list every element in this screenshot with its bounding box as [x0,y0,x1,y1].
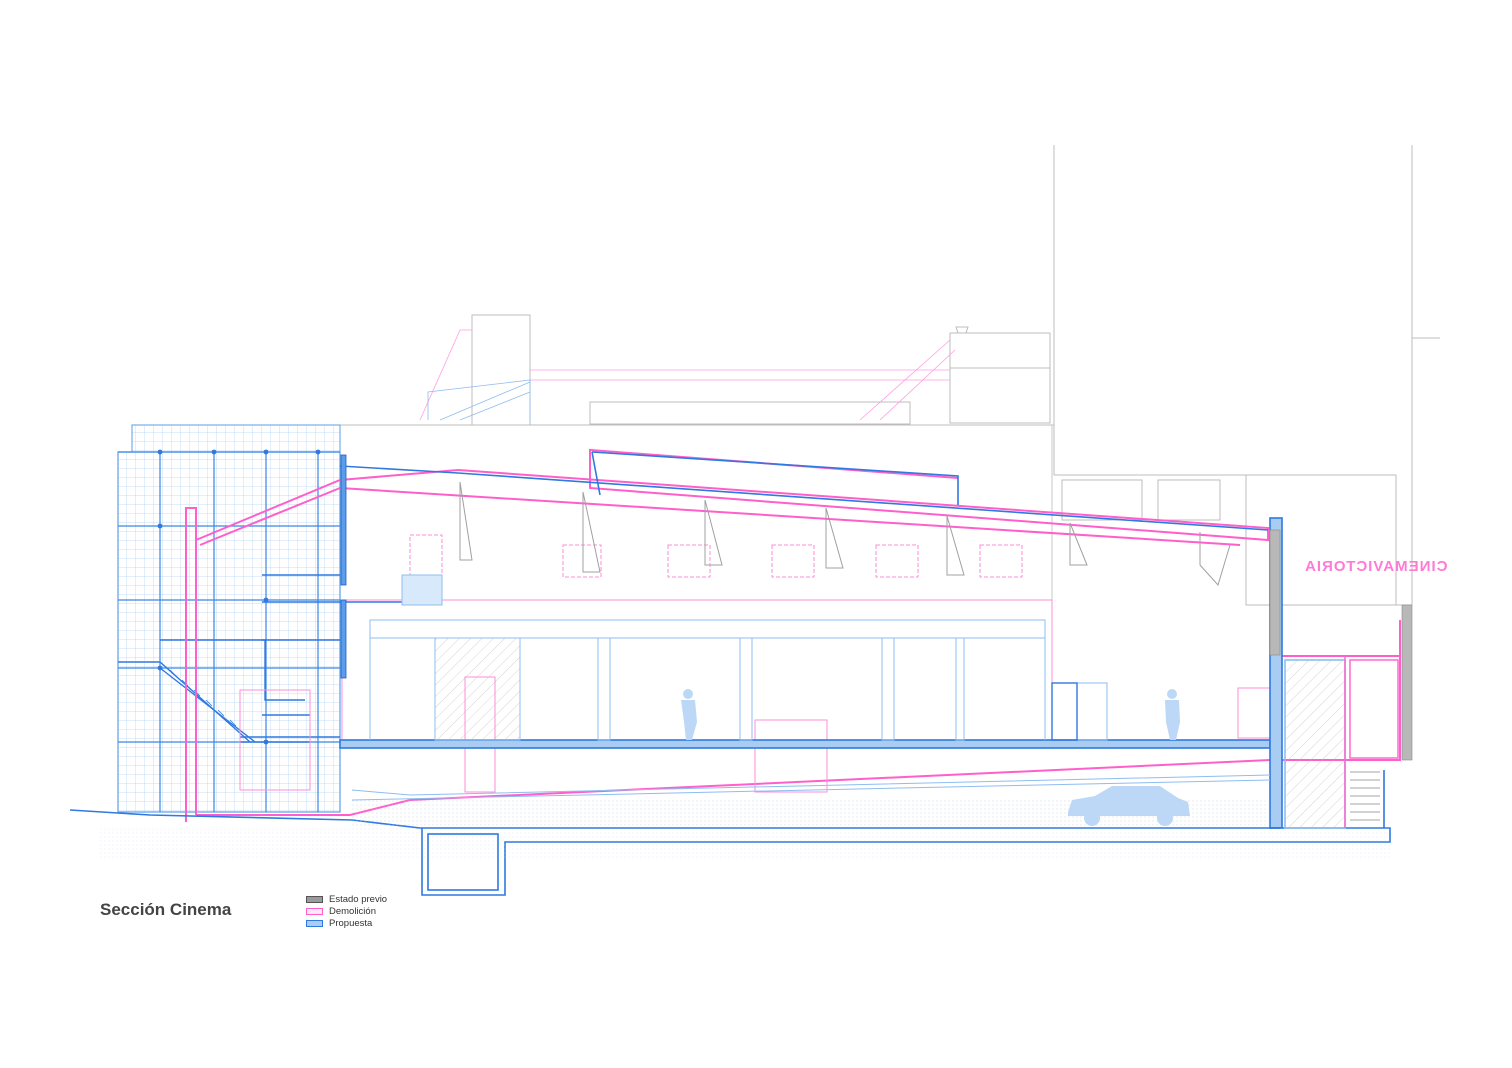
legend-item-demolition: Demolición [306,905,387,917]
roof-trusses [459,481,1231,586]
neighbour-buildings [340,145,1440,606]
legend-swatch-existing [306,895,323,903]
legend: Estado previo Demolición Propuesta [306,893,387,929]
legend-item-proposal: Propuesta [306,917,387,929]
ground-below [100,828,1390,858]
facade-grid-tower [117,424,405,813]
demolition-structure [185,448,1401,822]
drawing-title: Sección Cinema [100,900,232,919]
legend-swatch-proposal [306,919,323,927]
cinema-sign: CINEMAVICTORIA [1304,558,1448,575]
legend-item-existing: Estado previo [306,893,387,905]
demolition-rooftop [419,329,956,421]
proposal-thin [351,574,1271,801]
proposal-structure [69,451,1391,896]
demolition-thin [239,534,1281,793]
legend-label: Demolición [329,905,376,917]
existing-elements [1269,529,1413,761]
legend-swatch-demolition [306,907,323,915]
legend-label: Propuesta [329,917,373,929]
demolition-right [1344,656,1399,828]
car-icon [1068,786,1190,826]
legend-label: Estado previo [329,893,388,905]
person-icon [681,689,1180,740]
stair-right [1350,771,1380,821]
proposal-rooftop [427,379,531,421]
facade-wall [340,454,347,679]
